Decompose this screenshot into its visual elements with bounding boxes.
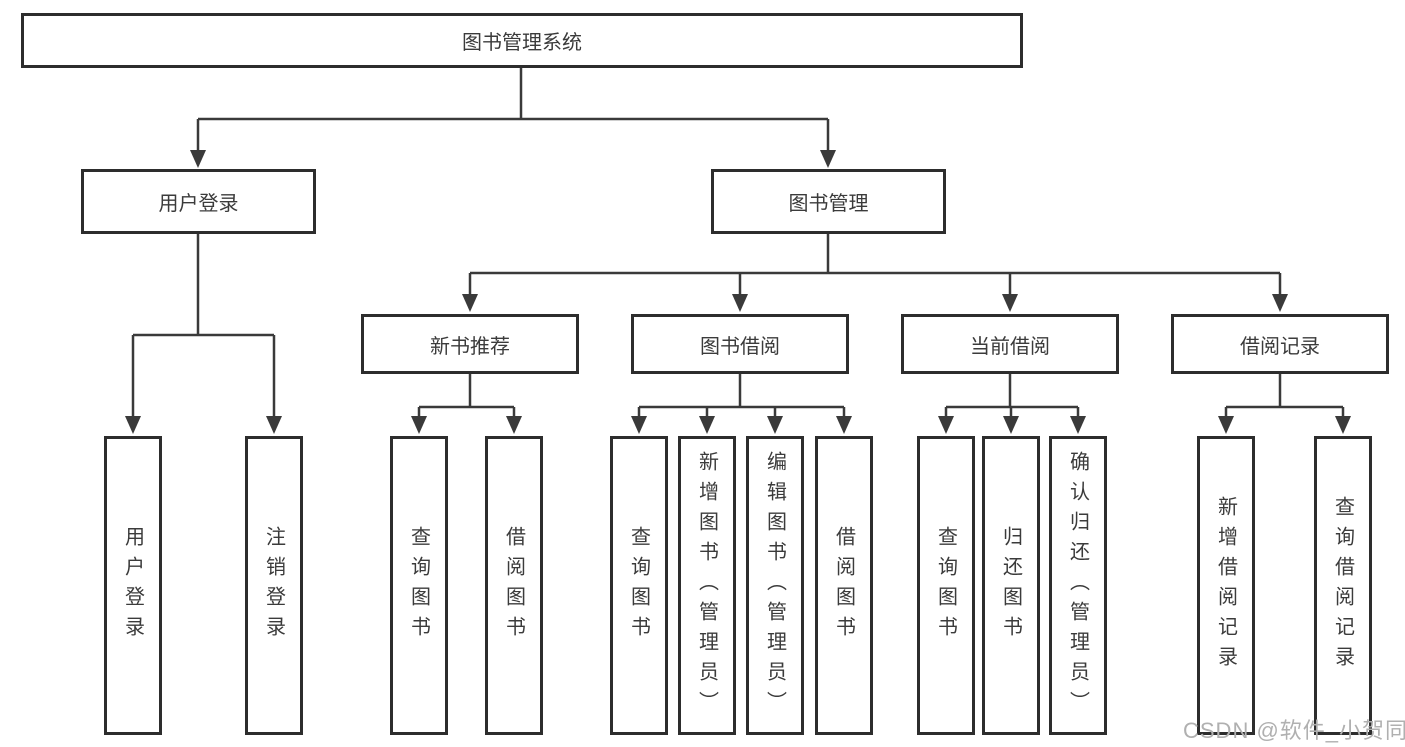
connector-new-book-recommend-split xyxy=(417,374,516,419)
node-new-book-recommend: 新书推荐 xyxy=(361,314,579,374)
node-borrow-records: 借阅记录 xyxy=(1171,314,1389,374)
leaf-user-login: 用户登录 xyxy=(104,436,162,735)
connector-current-borrow-split xyxy=(944,374,1080,419)
connector-root-to-level2 xyxy=(196,68,830,153)
arrowhead xyxy=(1003,416,1019,434)
arrowhead xyxy=(820,150,836,168)
arrowhead xyxy=(1272,294,1288,312)
node-current-borrow: 当前借阅 xyxy=(901,314,1119,374)
leaf-confirm-return-admin: 确认归还（管理员） xyxy=(1049,436,1107,735)
connector-paths xyxy=(131,68,1345,419)
arrowhead xyxy=(1335,416,1351,434)
connector-user-login-split xyxy=(131,234,276,419)
leaf-borrow-book: 借阅图书 xyxy=(815,436,873,735)
arrowhead xyxy=(938,416,954,434)
connector-book-borrow-split xyxy=(637,374,846,419)
arrowhead xyxy=(125,416,141,434)
node-book-management: 图书管理 xyxy=(711,169,946,234)
connector-book-management-split xyxy=(468,234,1282,297)
leaf-logout-login: 注销登录 xyxy=(245,436,303,735)
arrowhead xyxy=(699,416,715,434)
leaf-query-book-borrow: 查询图书 xyxy=(610,436,668,735)
arrowhead xyxy=(732,294,748,312)
arrowhead xyxy=(836,416,852,434)
arrowhead xyxy=(767,416,783,434)
leaf-borrow-book-recommend: 借阅图书 xyxy=(485,436,543,735)
arrowhead xyxy=(631,416,647,434)
arrowhead xyxy=(411,416,427,434)
arrowhead xyxy=(1218,416,1234,434)
arrowhead xyxy=(1070,416,1086,434)
leaf-edit-book-admin: 编辑图书（管理员） xyxy=(746,436,804,735)
node-root: 图书管理系统 xyxy=(21,13,1023,68)
leaf-query-book-recommend: 查询图书 xyxy=(390,436,448,735)
node-book-borrow: 图书借阅 xyxy=(631,314,849,374)
arrowhead xyxy=(190,150,206,168)
csdn-watermark: CSDN @软件_小贺同学 xyxy=(1183,718,1405,743)
arrowhead xyxy=(506,416,522,434)
arrowhead xyxy=(266,416,282,434)
arrowhead xyxy=(462,294,478,312)
connector-borrow-records-split xyxy=(1224,374,1345,419)
node-user-login: 用户登录 xyxy=(81,169,316,234)
leaf-query-borrow-record: 查询借阅记录 xyxy=(1314,436,1372,735)
leaf-add-borrow-record: 新增借阅记录 xyxy=(1197,436,1255,735)
arrowheads xyxy=(125,150,1351,434)
leaf-add-book-admin: 新增图书（管理员） xyxy=(678,436,736,735)
arrowhead xyxy=(1002,294,1018,312)
leaf-query-book-current: 查询图书 xyxy=(917,436,975,735)
leaf-return-book: 归还图书 xyxy=(982,436,1040,735)
